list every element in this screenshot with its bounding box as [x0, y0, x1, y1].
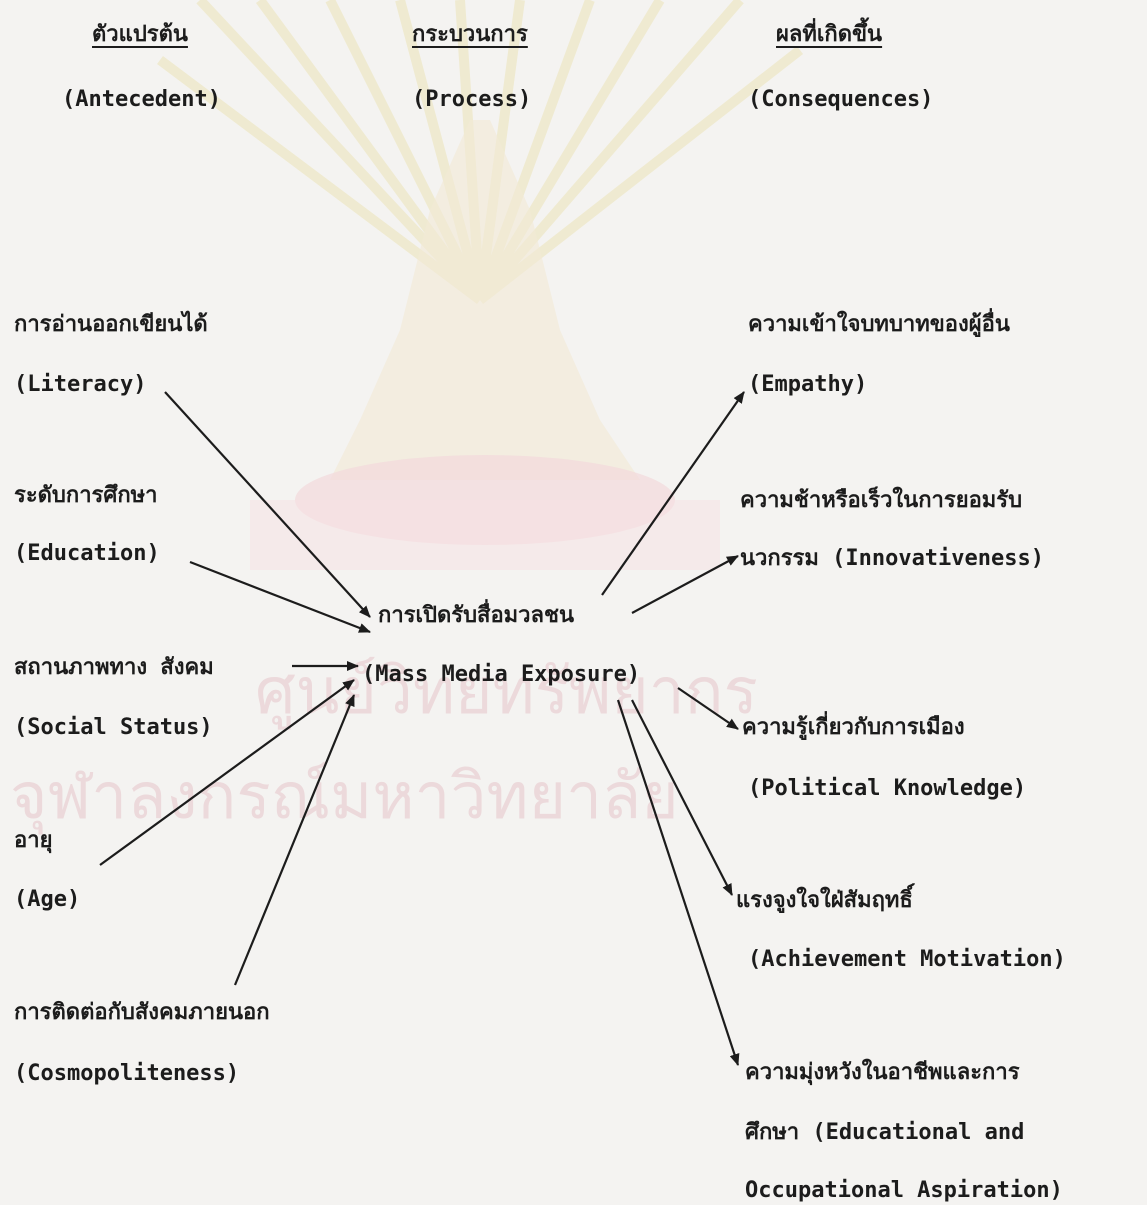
- consequence-achievement-motivation-line1: แรงจูงใจใฝ่สัมฤทธิ์: [736, 888, 913, 913]
- antecedent-literacy-thai: การอ่านออกเขียนได้: [14, 312, 208, 337]
- process-node-english: (Mass Media Exposure): [362, 662, 641, 687]
- arrow-literacy-to-exposure: [164, 391, 371, 618]
- process-header-thai: กระบวนการ: [412, 22, 528, 47]
- consequence-empathy-line2: (Empathy): [748, 372, 868, 397]
- consequence-aspiration-line2: ศึกษา (Educational and: [745, 1120, 1025, 1145]
- arrow-education-to-exposure: [189, 560, 371, 634]
- consequence-innovativeness-line1: ความช้าหรือเร็วในการยอมรับ: [740, 488, 1023, 513]
- antecedent-social-status-english: (Social Status): [14, 715, 213, 740]
- process-node-thai: การเปิดรับสื่อมวลชน: [378, 603, 574, 628]
- antecedent-education-english: (Education): [14, 541, 160, 566]
- arrow-exposure-to-political-knowledge: [677, 687, 739, 730]
- arrow-exposure-to-achievement-motivation: [631, 699, 733, 896]
- antecedent-literacy-english: (Literacy): [14, 372, 147, 397]
- process-header-english: (Process): [412, 87, 532, 112]
- antecedent-age-thai: อายุ: [14, 828, 53, 853]
- antecedent-header-english: (Antecedent): [62, 87, 221, 112]
- arrow-exposure-to-empathy: [601, 391, 745, 596]
- antecedent-social-status-thai: สถานภาพทาง สังคม: [14, 655, 214, 680]
- consequence-political-knowledge-line2: (Political Knowledge): [748, 776, 1027, 801]
- antecedent-header-thai: ตัวแปรต้น: [92, 22, 188, 47]
- consequence-aspiration-line1: ความมุ่งหวังในอาชีพและการ: [745, 1060, 1020, 1085]
- antecedent-cosmopoliteness-english: (Cosmopoliteness): [14, 1061, 240, 1086]
- antecedent-education-thai: ระดับการศึกษา: [14, 483, 158, 508]
- consequence-political-knowledge-line1: ความรู้เกี่ยวกับการเมือง: [742, 715, 965, 740]
- arrow-age-to-exposure: [99, 679, 355, 866]
- arrow-exposure-to-innovativeness: [631, 555, 739, 614]
- consequence-innovativeness-line2: นวกรรม (Innovativeness): [740, 546, 1045, 571]
- arrow-exposure-to-aspiration: [616, 699, 740, 1066]
- consequence-achievement-motivation-line2: (Achievement Motivation): [748, 947, 1066, 972]
- consequence-empathy-line1: ความเข้าใจบทบาทของผู้อื่น: [748, 312, 1010, 337]
- arrow-cosmopoliteness-to-exposure: [233, 694, 356, 986]
- antecedent-cosmopoliteness-thai: การติดต่อกับสังคมภายนอก: [14, 1000, 270, 1025]
- watermark-text-line2: จุฬาลงกรณ์มหาวิทยาลัย: [10, 760, 679, 834]
- consequences-header-english: (Consequences): [748, 87, 934, 112]
- consequences-header-thai: ผลที่เกิดขึ้น: [776, 22, 883, 47]
- consequence-aspiration-line3: Occupational Aspiration): [745, 1178, 1063, 1203]
- antecedent-age-english: (Age): [14, 887, 81, 912]
